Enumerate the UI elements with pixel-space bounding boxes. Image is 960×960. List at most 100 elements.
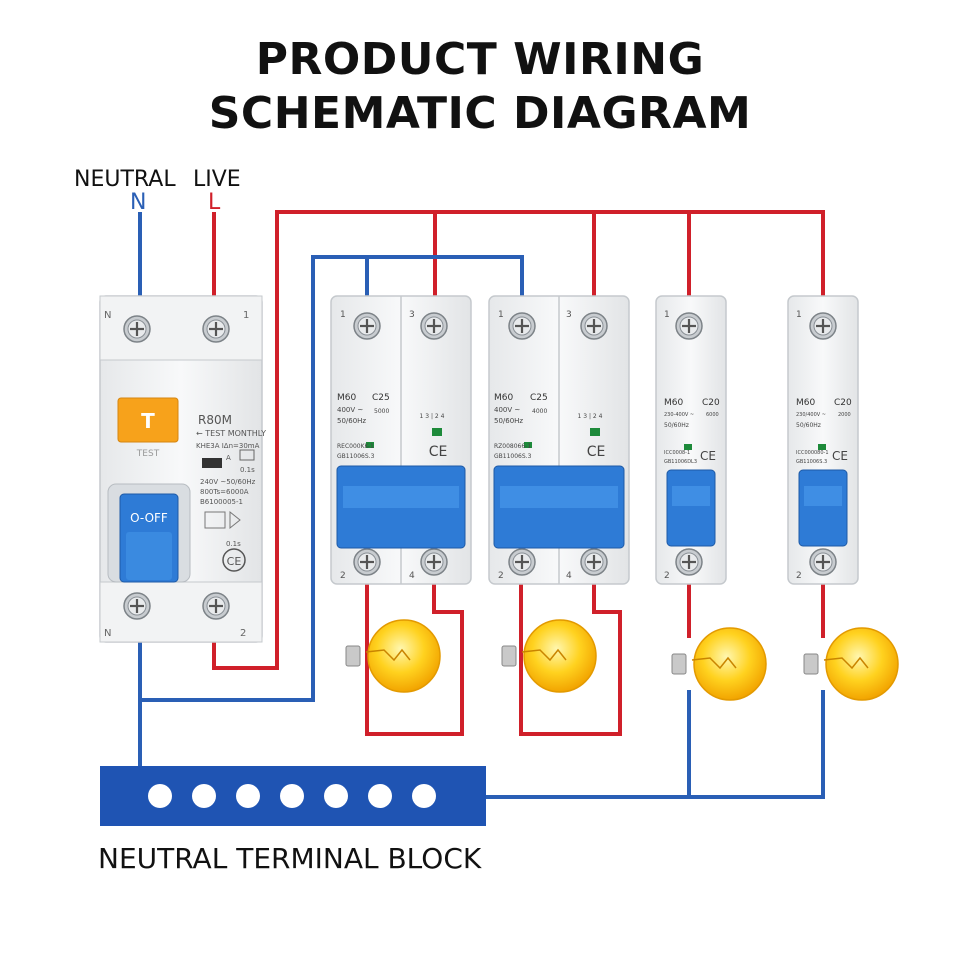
mcb-1-std-1: REC000KK-1 <box>337 443 374 450</box>
neutral-return-bulb3 <box>485 690 691 799</box>
rcd-terminal-top-n: N <box>104 310 111 321</box>
title-line-2: SCHEMATIC DIAGRAM <box>208 88 752 139</box>
mcb-3-std-2: GB11006DL3 <box>664 459 697 465</box>
mcb-2-term-3: 3 <box>566 310 572 320</box>
rcd-ce-mark: CE <box>227 555 242 568</box>
mcb-2-freq: 50/60Hz <box>494 417 523 425</box>
mcb-3-toggle <box>666 469 716 547</box>
bulb-2-icon <box>501 619 597 693</box>
mcb-2-std-2: GB11006S.3 <box>494 453 532 460</box>
rcd-spec-4: 240V ~50/60Hz <box>200 478 256 486</box>
live-label: LIVE <box>193 167 241 192</box>
live-loop-mcb1 <box>365 582 464 736</box>
test-button <box>117 397 179 443</box>
mcb-4-voltage: 230/400V ~ <box>796 412 826 418</box>
rcd-spec-7: 0.1s <box>226 540 241 548</box>
mcb-4-std-2: GB11006S.3 <box>796 459 827 465</box>
rcd-switch-label: O-OFF <box>130 511 168 525</box>
mcb-3-std-1: ICC0008-1 <box>664 450 690 456</box>
rcd-spec-3: 0.1s <box>240 466 255 474</box>
terminal-hole <box>236 784 260 808</box>
mcb-4-term-2: 2 <box>796 571 802 581</box>
neutral-rcd-out-loop <box>140 255 524 702</box>
mcb-1-device <box>330 295 472 585</box>
mcb-3-term-1: 1 <box>664 310 670 320</box>
mcb-1-term-4: 4 <box>409 571 415 581</box>
bulb-4-icon <box>803 627 899 701</box>
mcb-3-term-2: 2 <box>664 571 670 581</box>
mcb-1-ce: CE <box>429 444 448 460</box>
live-letter: L <box>208 190 221 215</box>
mcb-2-model: M60 <box>494 393 513 403</box>
mcb-3-ce: CE <box>700 449 716 463</box>
mcb-4-capacity: 2000 <box>838 412 851 418</box>
terminal-hole <box>412 784 436 808</box>
test-button-letter: T <box>141 409 155 433</box>
mcb-4-model: M60 <box>796 398 815 408</box>
mcb-2-diagram: 1 3 | 2 4 <box>578 413 603 420</box>
neutral-letter: N <box>130 190 147 215</box>
rcd-terminal-bot-2: 2 <box>240 628 246 639</box>
rcd-spec-1: KHE3A IΔn=30mA <box>196 442 260 450</box>
mcb-2-term-1: 1 <box>498 310 504 320</box>
mcb-1-freq: 50/60Hz <box>337 417 366 425</box>
mcb-4-term-1: 1 <box>796 310 802 320</box>
mcb-4-rating: C20 <box>834 398 852 408</box>
live-loop-mcb2 <box>519 582 622 736</box>
terminal-block-label: NEUTRAL TERMINAL BLOCK <box>98 842 482 875</box>
mcb-4-ce: CE <box>832 449 848 463</box>
live-busbar-wire <box>212 210 825 670</box>
title-line-1: PRODUCT WIRING <box>255 34 705 85</box>
mcb-1-diagram: 1 3 | 2 4 <box>420 413 445 420</box>
mcb-1-term-3: 3 <box>409 310 415 320</box>
terminal-holes <box>148 784 436 808</box>
rcd-terminal-bot-n: N <box>104 628 111 639</box>
terminal-hole <box>280 784 304 808</box>
mcb-2-capacity: 4000 <box>532 408 547 415</box>
test-caption: TEST <box>136 449 160 459</box>
terminal-hole <box>368 784 392 808</box>
terminal-hole <box>192 784 216 808</box>
neutral-label: NEUTRAL <box>74 167 176 192</box>
mcb-2-term-4: 4 <box>566 571 572 581</box>
rcd-indicator <box>202 458 222 468</box>
mcb-1-voltage: 400V ~ <box>337 406 363 414</box>
mcb-2-term-2: 2 <box>498 571 504 581</box>
mcb-3-capacity: 6000 <box>706 412 719 418</box>
mcb-1-std-2: GB11006S.3 <box>337 453 375 460</box>
rcd-device <box>99 295 263 643</box>
terminal-hole <box>148 784 172 808</box>
mcb-1-term-1: 1 <box>340 310 346 320</box>
rcd-spec-5: 800Ts=6000A <box>200 488 249 496</box>
bulb-3-icon <box>671 627 767 701</box>
mcb-3-freq: 50/60Hz <box>664 422 689 429</box>
mcb-1-term-2: 2 <box>340 571 346 581</box>
mcb-3-model: M60 <box>664 398 683 408</box>
mcb-2-device <box>488 295 630 585</box>
rcd-spec-2: A <box>226 454 231 462</box>
mcb-2-voltage: 400V ~ <box>494 406 520 414</box>
mcb-2-ce: CE <box>587 444 606 460</box>
bulb-1-icon <box>345 619 441 693</box>
neutral-return-bulb4 <box>689 690 825 799</box>
mcb-4-freq: 50/60Hz <box>796 422 821 429</box>
neutral-terminal-block <box>100 766 486 826</box>
rcd-terminal-top-1: 1 <box>243 310 249 321</box>
mcb-3-device <box>655 295 727 585</box>
mcb-1-capacity: 5000 <box>374 408 389 415</box>
mcb-4-device <box>787 295 859 585</box>
rcd-spec-6: B6100005-1 <box>200 498 243 506</box>
mcb-3-rating: C20 <box>702 398 720 408</box>
neutral-wires <box>138 212 825 799</box>
live-wires <box>212 210 825 736</box>
rcd-test-note: ← TEST MONTHLY <box>196 429 266 438</box>
mcb-4-std-1: ICC000080-1 <box>796 450 829 456</box>
terminal-hole <box>324 784 348 808</box>
mcb-3-voltage: 230-400V ~ <box>664 412 694 418</box>
mcb-2-rating: C25 <box>530 393 548 403</box>
mcb-1-model: M60 <box>337 393 356 403</box>
mcb-2-std-1: RZ008066-1 <box>494 443 531 450</box>
mcb-1-rating: C25 <box>372 393 390 403</box>
